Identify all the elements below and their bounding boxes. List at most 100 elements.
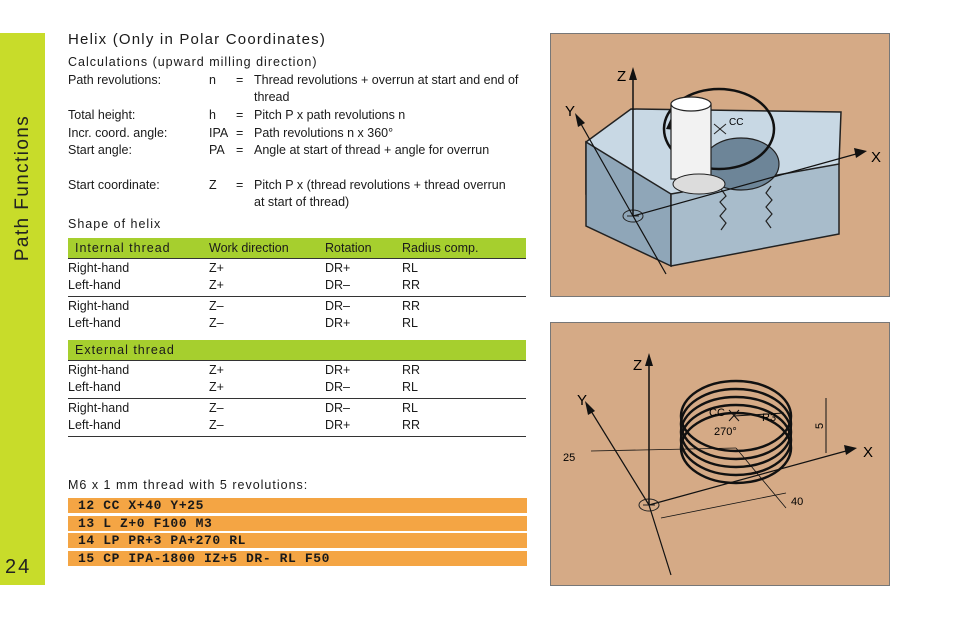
chapter-title: Path Functions	[12, 114, 33, 262]
chapter-sidebar: Path Functions 24	[0, 33, 45, 585]
calc-row-angle: Incr. coord. angle: IPA = Path revolutio…	[68, 125, 528, 142]
code-line: 12 CC X+40 Y+25	[68, 498, 527, 513]
header-radius-comp: Radius comp.	[402, 241, 479, 255]
internal-thread-diagram: Z Y X CC	[565, 67, 881, 275]
calc-symbol: Z	[209, 178, 217, 192]
cell: Right-hand	[68, 363, 130, 377]
calc-symbol: IPA	[209, 126, 229, 140]
cell: Left-hand	[68, 418, 121, 432]
calc-row-start-angle: Start angle: PA = Angle at start of thre…	[68, 142, 528, 176]
calc-label: Total height:	[68, 108, 136, 122]
header-rotation: Rotation	[325, 241, 372, 255]
calc-row-start-coord: Start coordinate: Z = Pitch P x (thread …	[68, 177, 528, 211]
cell: Z+	[209, 278, 224, 292]
calc-label: Start coordinate:	[68, 178, 160, 192]
table-divider	[68, 360, 526, 361]
x-axis-label: X	[871, 149, 881, 166]
table-row: Right-hand Z+ DR+ RR	[68, 362, 526, 379]
table-row: Right-hand Z– DR– RR	[68, 298, 526, 315]
calc-equals: =	[236, 73, 244, 87]
calc-symbol: PA	[209, 143, 225, 157]
y-dimension: 25	[563, 452, 575, 464]
x-dimension: 40	[791, 496, 803, 508]
cell: DR+	[325, 316, 351, 330]
table-row: Left-hand Z– DR+ RL	[68, 315, 526, 332]
calc-formula: Pitch P x path revolutions n	[254, 108, 406, 122]
table-row: Left-hand Z– DR+ RR	[68, 417, 526, 434]
calc-label: Path revolutions:	[68, 73, 162, 87]
cell: Z+	[209, 261, 224, 275]
calc-formula: Angle at start of thread + angle for ove…	[254, 143, 490, 157]
page-number: 24	[5, 556, 32, 578]
cell: Z–	[209, 299, 224, 313]
calc-formula: Pitch P x (thread revolutions + thread o…	[254, 178, 506, 209]
calculations-title: Calculations (upward milling direction)	[68, 55, 318, 69]
code-line: 13 L Z+0 F100 M3	[68, 516, 527, 531]
cell: RR	[402, 418, 421, 432]
code-line: 14 LP PR+3 PA+270 RL	[68, 533, 527, 548]
cell: RL	[402, 261, 418, 275]
cell: Left-hand	[68, 316, 121, 330]
calc-label: Incr. coord. angle:	[68, 126, 168, 140]
header-thread: Internal thread	[75, 241, 171, 255]
calc-row-height: Total height: h = Pitch P x path revolut…	[68, 107, 528, 124]
cell: Right-hand	[68, 401, 130, 415]
y-axis-label: Y	[565, 103, 575, 120]
table-row: Right-hand Z+ DR+ RL	[68, 260, 526, 277]
internal-thread-figure: Z Y X CC	[550, 33, 890, 297]
angle-label: 270°	[714, 426, 737, 438]
table-row: Left-hand Z+ DR– RR	[68, 277, 526, 294]
cell: Z–	[209, 401, 224, 415]
calc-formula: Thread revolutions + overrun at start an…	[254, 73, 519, 104]
cell: RL	[402, 316, 418, 330]
radius-label: R3	[762, 412, 776, 424]
header-external-thread: External thread	[75, 343, 175, 357]
calc-equals: =	[236, 178, 244, 192]
cell: DR–	[325, 380, 351, 394]
cell: DR–	[325, 401, 351, 415]
calc-formula: Path revolutions n x 360°	[254, 126, 394, 140]
calc-symbol: n	[209, 73, 216, 87]
cc-label: CC	[729, 117, 743, 128]
cc-label: CC	[709, 407, 725, 419]
z-axis-label: Z	[633, 357, 642, 374]
external-thread-figure: Z Y X CC R3 270° 5 25 40	[550, 322, 890, 586]
cell: Z–	[209, 418, 224, 432]
cell: DR+	[325, 363, 351, 377]
table-divider	[68, 258, 526, 259]
table-header-internal: Internal thread Work direction Rotation …	[68, 238, 526, 258]
section-heading: Helix (Only in Polar Coordinates)	[68, 31, 327, 48]
cell: RL	[402, 401, 418, 415]
cell: Right-hand	[68, 299, 130, 313]
calc-label: Start angle:	[68, 143, 132, 157]
calc-row-revolutions: Path revolutions: n = Thread revolutions…	[68, 72, 528, 106]
calc-symbol: h	[209, 108, 216, 122]
cell: Left-hand	[68, 380, 121, 394]
cell: Z+	[209, 363, 224, 377]
cell: DR+	[325, 261, 351, 275]
calc-equals: =	[236, 143, 244, 157]
x-axis-label: X	[863, 444, 873, 461]
cell: Left-hand	[68, 278, 121, 292]
calc-equals: =	[236, 126, 244, 140]
cell: DR+	[325, 418, 351, 432]
cell: DR–	[325, 278, 351, 292]
table-divider	[68, 436, 526, 437]
shape-title: Shape of helix	[68, 217, 162, 231]
cell: RL	[402, 380, 418, 394]
table-row: Right-hand Z– DR– RL	[68, 400, 526, 417]
cell: Right-hand	[68, 261, 130, 275]
cell: RR	[402, 363, 421, 377]
code-line: 15 CP IPA-1800 IZ+5 DR- RL F50	[68, 551, 527, 566]
cell: RR	[402, 299, 421, 313]
cell: DR–	[325, 299, 351, 313]
table-divider	[68, 296, 526, 297]
cell: RR	[402, 278, 421, 292]
cell: Z+	[209, 380, 224, 394]
example-title: M6 x 1 mm thread with 5 revolutions:	[68, 478, 309, 492]
cell: Z–	[209, 316, 224, 330]
table-row: Left-hand Z+ DR– RL	[68, 379, 526, 396]
y-axis-label: Y	[577, 392, 587, 409]
z-axis-label: Z	[617, 68, 626, 85]
height-dimension: 5	[814, 423, 826, 429]
